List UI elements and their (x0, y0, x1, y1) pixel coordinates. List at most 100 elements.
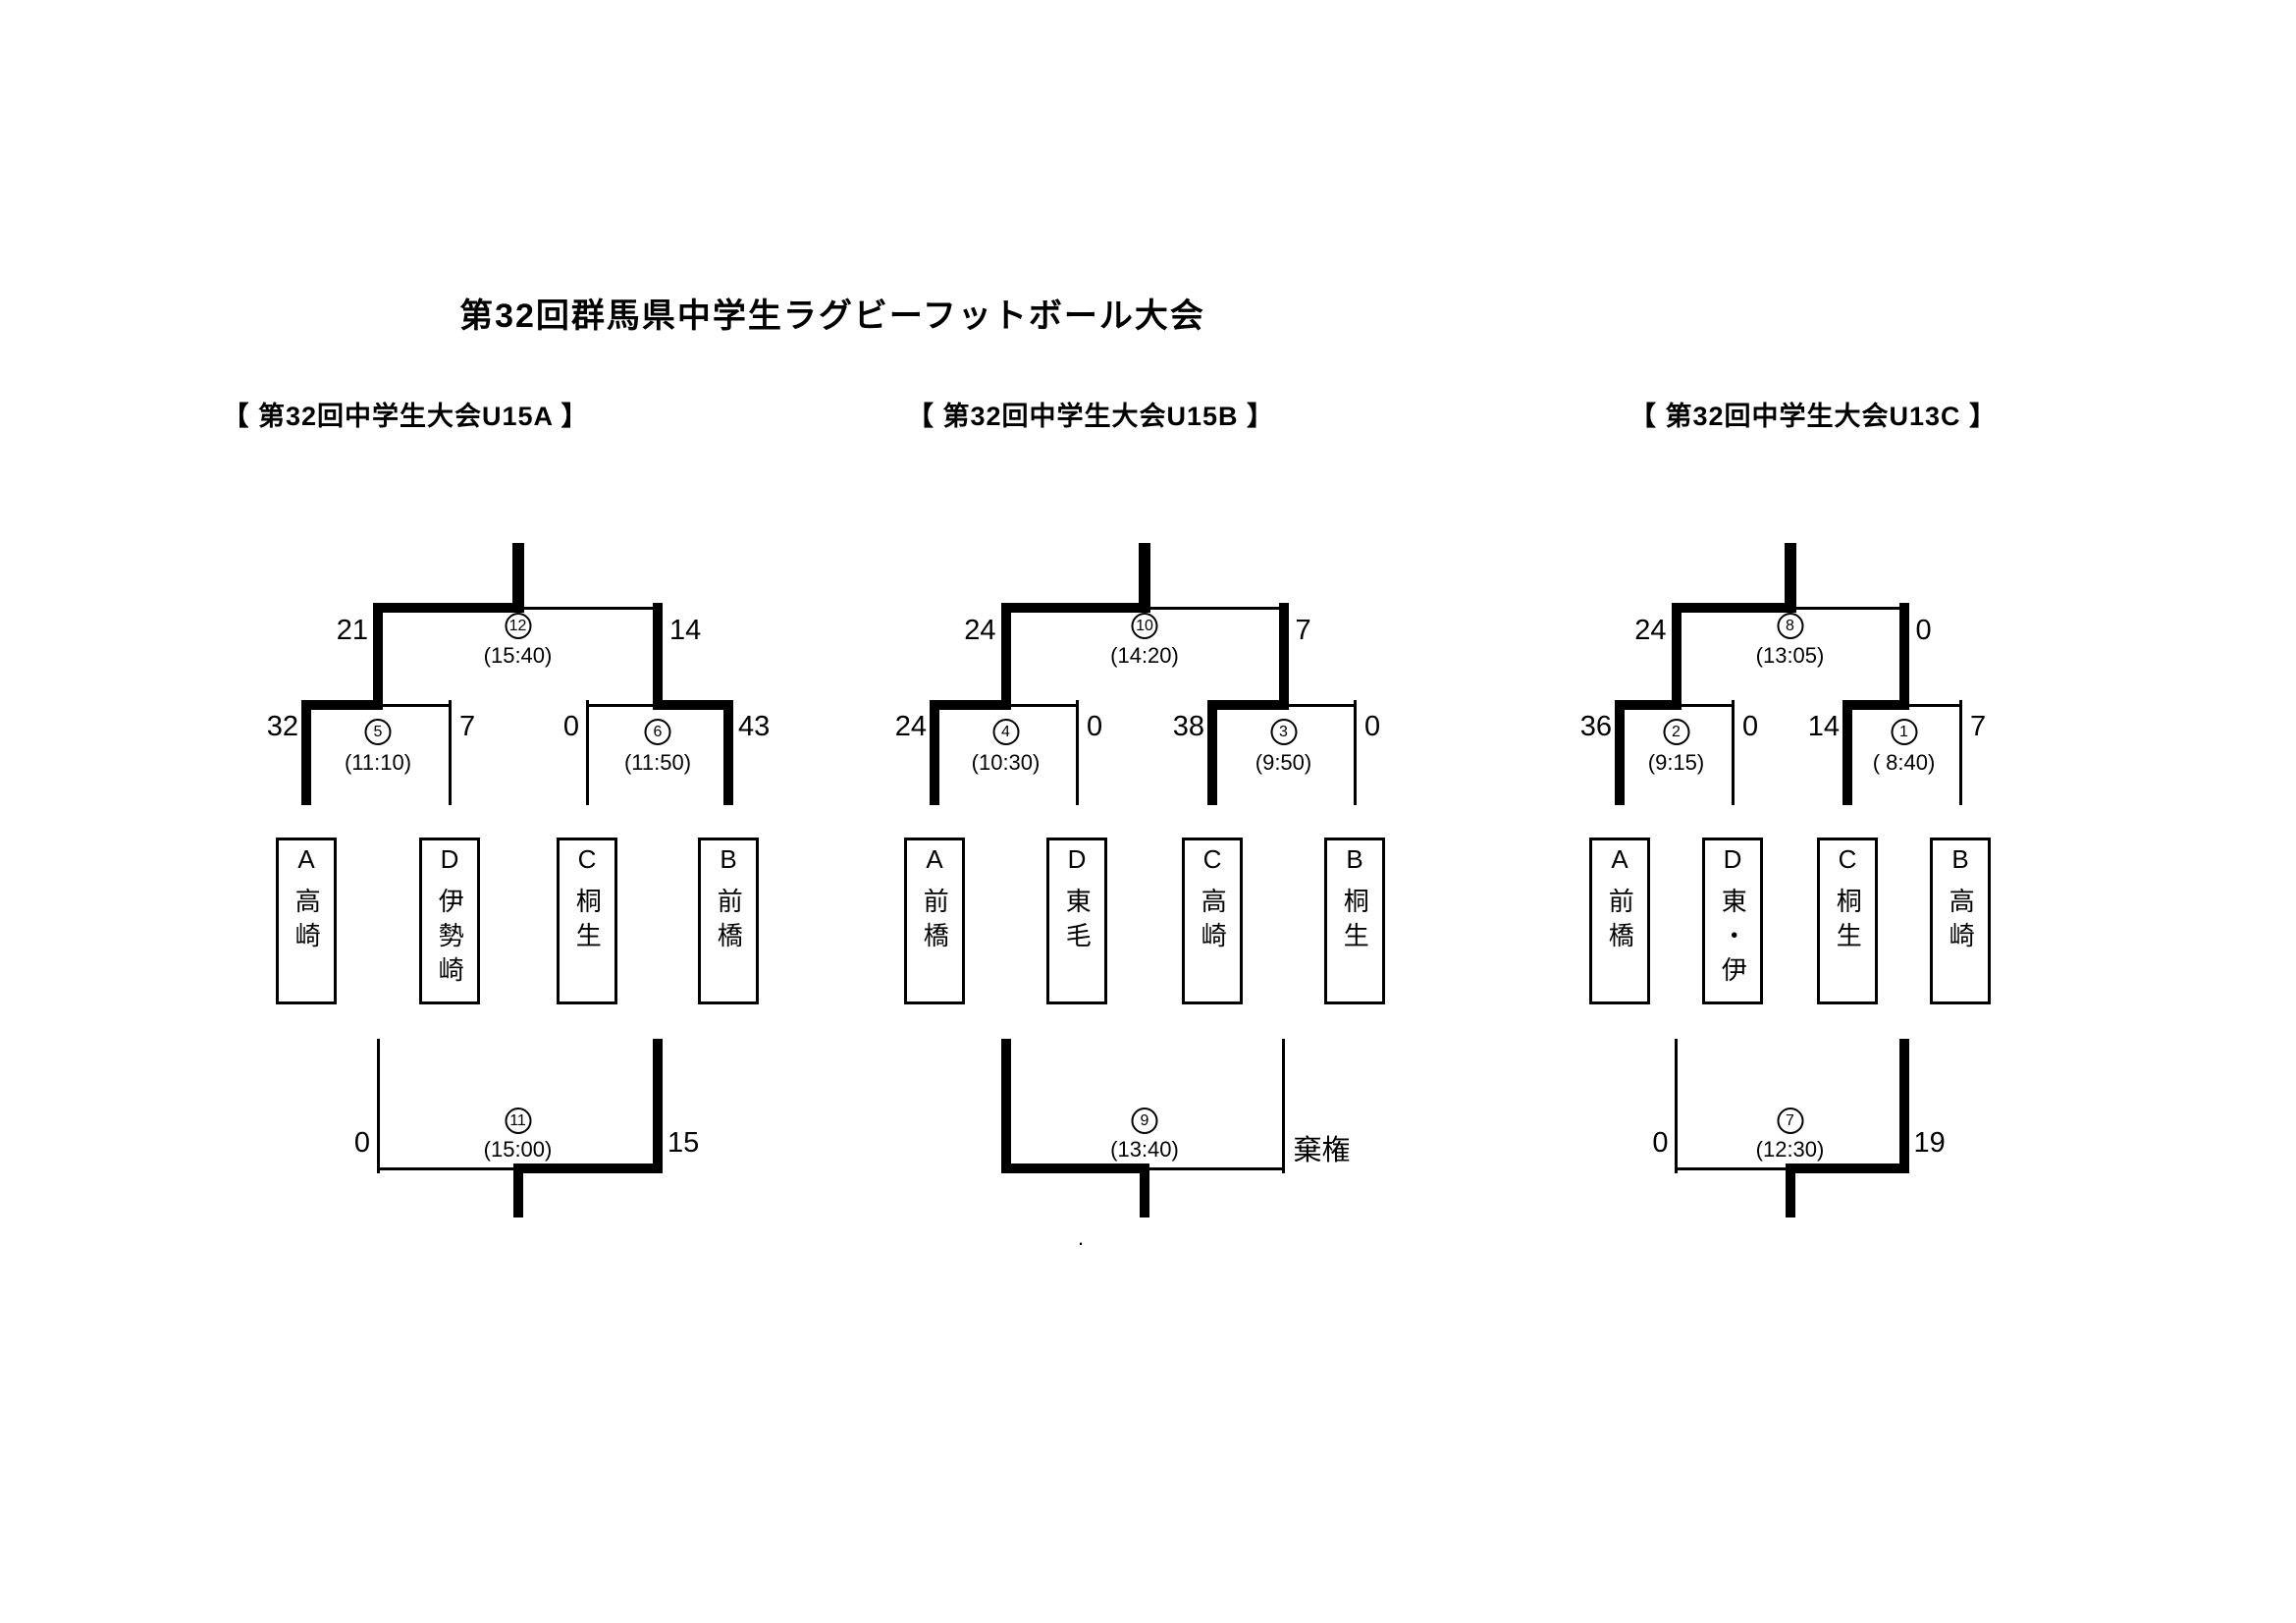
bracket-u13c-semi_right-bar-right (1903, 703, 1962, 707)
bracket-u15b-semi_left-bar-right (1005, 703, 1079, 707)
bracket-u15b-semi_right-bar-left (1207, 700, 1284, 710)
bracket-u15b-final-bar-left (1000, 603, 1145, 613)
bracket-u15b-third-time: (13:40) (1110, 1137, 1179, 1162)
bracket-u15b-team-name-a: 前橋 (920, 888, 950, 956)
bracket-u15a-seed-d: D (440, 844, 459, 874)
bracket-u15b-final-score-left: 24 (964, 615, 996, 646)
bracket-u13c-semi_left-drop-right (1731, 700, 1735, 805)
bracket-u15a-semi_left-bar-right (378, 703, 452, 707)
bracket-u13c-semi_left-number: 2 (1663, 719, 1689, 745)
bracket-u13c-semi_right-bar-left (1842, 700, 1904, 710)
bracket-u15b-semi_left-time: (10:30) (971, 750, 1041, 775)
bracket-u15b-third-number: 9 (1131, 1108, 1158, 1134)
bracket-u15b-semi_left-riser (1000, 603, 1011, 710)
bracket-u15b-third-stub (1140, 1163, 1149, 1217)
bracket-u15a-semi_left-score-left: 32 (266, 711, 298, 742)
bracket-u15a-team-box-b: B 前橋 (698, 838, 759, 1004)
bracket-u15a-semi_right-bar-right (658, 700, 733, 710)
bracket-u15a-final-score-left: 21 (336, 615, 368, 646)
bracket-u15b-third-score-right: 棄権 (1293, 1135, 1351, 1166)
bracket-u15a-final-score-right: 14 (669, 615, 702, 646)
bracket-u15b-semi_right-drop-right (1353, 700, 1357, 805)
bracket-u15a-third-number: 11 (505, 1108, 531, 1134)
bracket-u15b-semi_right-score-right: 0 (1364, 711, 1381, 742)
bracket-u15b-semi_left-drop-right (1075, 700, 1079, 805)
bracket-u13c-seed-c: C (1838, 844, 1857, 874)
bracket-u13c-final-score-left: 24 (1634, 615, 1667, 646)
bracket-u15b-team-name-b: 桐生 (1340, 888, 1370, 956)
bracket-u13c-final-number: 8 (1777, 613, 1803, 639)
bracket-u15a-final-number: 12 (505, 613, 531, 639)
bracket-u15a-final-bar-left (373, 603, 518, 613)
bracket-u13c-semi_right-drop-right (1958, 700, 1962, 805)
bracket-u13c-final-time: (13:05) (1755, 643, 1825, 668)
bracket-u15a-team-name-b: 前橋 (714, 888, 744, 956)
bracket-u15b-semi_right-number: 3 (1270, 719, 1297, 745)
bracket-u15a-team-name-a: 高崎 (292, 888, 322, 956)
bracket-u13c-third-score-left: 0 (1652, 1127, 1669, 1159)
bracket-u15a-third-stub (512, 1163, 523, 1217)
bracket-u13c-champion-riser (1784, 543, 1796, 613)
bracket-u13c-semi_right-number: 1 (1891, 719, 1917, 745)
bracket-u15b-final-bar-right (1145, 606, 1289, 610)
bracket-u15a-semi_right-score-right: 43 (738, 711, 771, 742)
bracket-u13c-semi_right-riser (1898, 603, 1909, 710)
bracket-u15a-semi_right-score-left: 0 (562, 711, 579, 742)
bracket-u15b-third-bar-right (1145, 1166, 1285, 1170)
bracket-u13c-semi_right-score-right: 7 (1970, 711, 1987, 742)
bracket-u15a-seed-c: C (577, 844, 597, 874)
bracket-u15a-third-bar-left (376, 1166, 518, 1170)
page-title: 第32回群馬県中学生ラグビーフットボール大会 (459, 298, 1205, 335)
bracket-u15b-semi_left-bar-left (930, 700, 1006, 710)
bracket-u15a-third-drop-right (653, 1039, 663, 1173)
bracket-u15a-third-drop-left (376, 1039, 380, 1173)
bracket-u15b-final-number: 10 (1131, 613, 1158, 639)
bracket-u13c-final-score-right: 0 (1915, 615, 1932, 646)
bracket-u15a-seed-b: B (720, 844, 737, 874)
bracket-u15b-semi_right-riser (1278, 603, 1289, 710)
bracket-u15a-third-time: (15:00) (483, 1137, 553, 1162)
stray-mark: . (1078, 1225, 1085, 1250)
bracket-u15a-champion-riser (511, 543, 524, 613)
bracket-u15a-seed-a: A (297, 844, 315, 874)
bracket-u15a-semi_right-bar-left (585, 703, 658, 707)
bracket-u13c-team-name-a: 前橋 (1605, 888, 1635, 956)
bracket-subtitle-u15b: 【 第32回中学生大会U15B 】 (906, 402, 1275, 431)
bracket-u13c-semi_right-score-left: 14 (1807, 711, 1840, 742)
bracket-u13c-third-number: 7 (1777, 1108, 1803, 1134)
bracket-u15b-third-drop-right (1282, 1039, 1285, 1173)
bracket-u13c-semi_left-drop-left (1615, 700, 1625, 805)
bracket-u13c-third-time: (12:30) (1755, 1137, 1825, 1162)
bracket-u13c-team-name-d: 東・伊 (1718, 888, 1748, 991)
bracket-u15a-semi_right-riser (653, 603, 663, 710)
bracket-u13c-semi_left-bar-left (1615, 700, 1677, 710)
bracket-u13c-semi_left-time: (9:15) (1647, 750, 1705, 775)
bracket-u15b-semi_left-score-right: 0 (1087, 711, 1103, 742)
bracket-u15a-semi_left-drop-left (301, 700, 311, 805)
bracket-u13c-third-score-right: 19 (1913, 1127, 1946, 1159)
bracket-u15a-team-name-c: 桐生 (572, 888, 603, 956)
bracket-u15b-semi_right-time: (9:50) (1255, 750, 1312, 775)
bracket-u15a-team-box-d: D 伊勢崎 (419, 838, 480, 1004)
bracket-u15b-final-time: (14:20) (1110, 643, 1179, 668)
bracket-u15b-third-drop-left (1000, 1039, 1011, 1173)
bracket-u15a-semi_left-bar-left (301, 700, 378, 710)
bracket-u15a-final-time: (15:40) (483, 643, 553, 668)
bracket-u13c-seed-b: B (1951, 844, 1969, 874)
bracket-u15a-team-name-d: 伊勢崎 (435, 888, 465, 991)
bracket-u15a-team-box-a: A 高崎 (276, 838, 337, 1004)
bracket-u15b-semi_right-drop-left (1207, 700, 1217, 805)
bracket-u13c-third-drop-left (1675, 1039, 1678, 1173)
bracket-u15b-semi_left-number: 4 (992, 719, 1019, 745)
bracket-u13c-third-stub (1785, 1163, 1795, 1217)
bracket-u15a-team-box-c: C 桐生 (557, 838, 617, 1004)
bracket-u15a-third-score-left: 0 (353, 1127, 370, 1159)
bracket-u15b-seed-a: A (926, 844, 943, 874)
bracket-u13c-seed-d: D (1723, 844, 1742, 874)
